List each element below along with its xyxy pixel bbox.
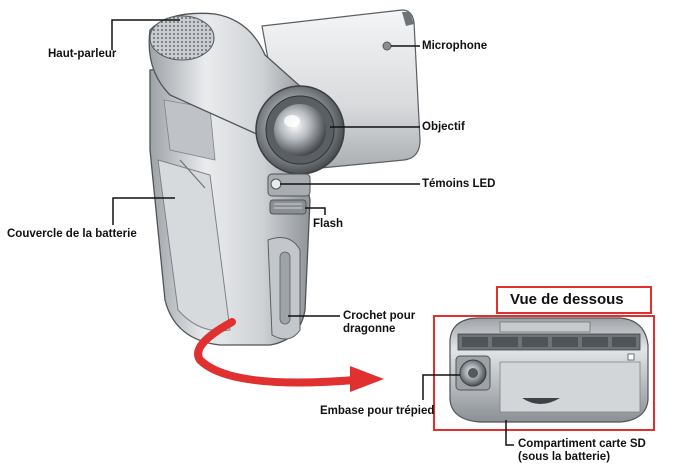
label-flash: Flash bbox=[313, 218, 344, 230]
battery-cover bbox=[157, 159, 231, 332]
flash-lamp bbox=[269, 199, 307, 215]
label-lens: Objectif bbox=[422, 121, 465, 133]
label-tripod: Embase pour trépied bbox=[320, 405, 435, 417]
led-indicator bbox=[270, 178, 282, 190]
leader-lines bbox=[111, 19, 514, 446]
lens-glass bbox=[274, 104, 326, 156]
sd-compartment bbox=[499, 361, 641, 413]
label-sd: Compartiment carte SD (sous la batterie) bbox=[518, 438, 646, 464]
label-led: Témoins LED bbox=[422, 178, 496, 190]
leader-sd bbox=[505, 420, 514, 446]
camcorder-bottom-view bbox=[449, 317, 649, 423]
label-strap-hook-line2: dragonne bbox=[343, 323, 396, 335]
label-strap-hook-line1: Crochet pour bbox=[343, 310, 416, 322]
leader-speaker bbox=[111, 19, 180, 50]
label-strap-hook: Crochet pour dragonne bbox=[343, 310, 415, 336]
camcorder-front-view bbox=[148, 9, 421, 346]
bottom-view-frame bbox=[433, 315, 655, 431]
label-sd-line1: Compartiment carte SD bbox=[518, 438, 646, 450]
leader-flash bbox=[305, 207, 326, 215]
label-speaker: Haut-parleur bbox=[48, 48, 117, 60]
speaker-grille bbox=[149, 15, 215, 61]
label-sd-line2: (sous la batterie) bbox=[518, 451, 611, 463]
microphone-hole bbox=[382, 41, 392, 51]
label-microphone: Microphone bbox=[422, 40, 488, 52]
label-battery-cover: Couvercle de la batterie bbox=[7, 228, 137, 240]
leader-tripod bbox=[422, 374, 460, 400]
bottom-view-title: Vue de dessous bbox=[496, 286, 652, 314]
view-arrow bbox=[194, 318, 384, 392]
leader-battery-cover bbox=[112, 197, 175, 225]
